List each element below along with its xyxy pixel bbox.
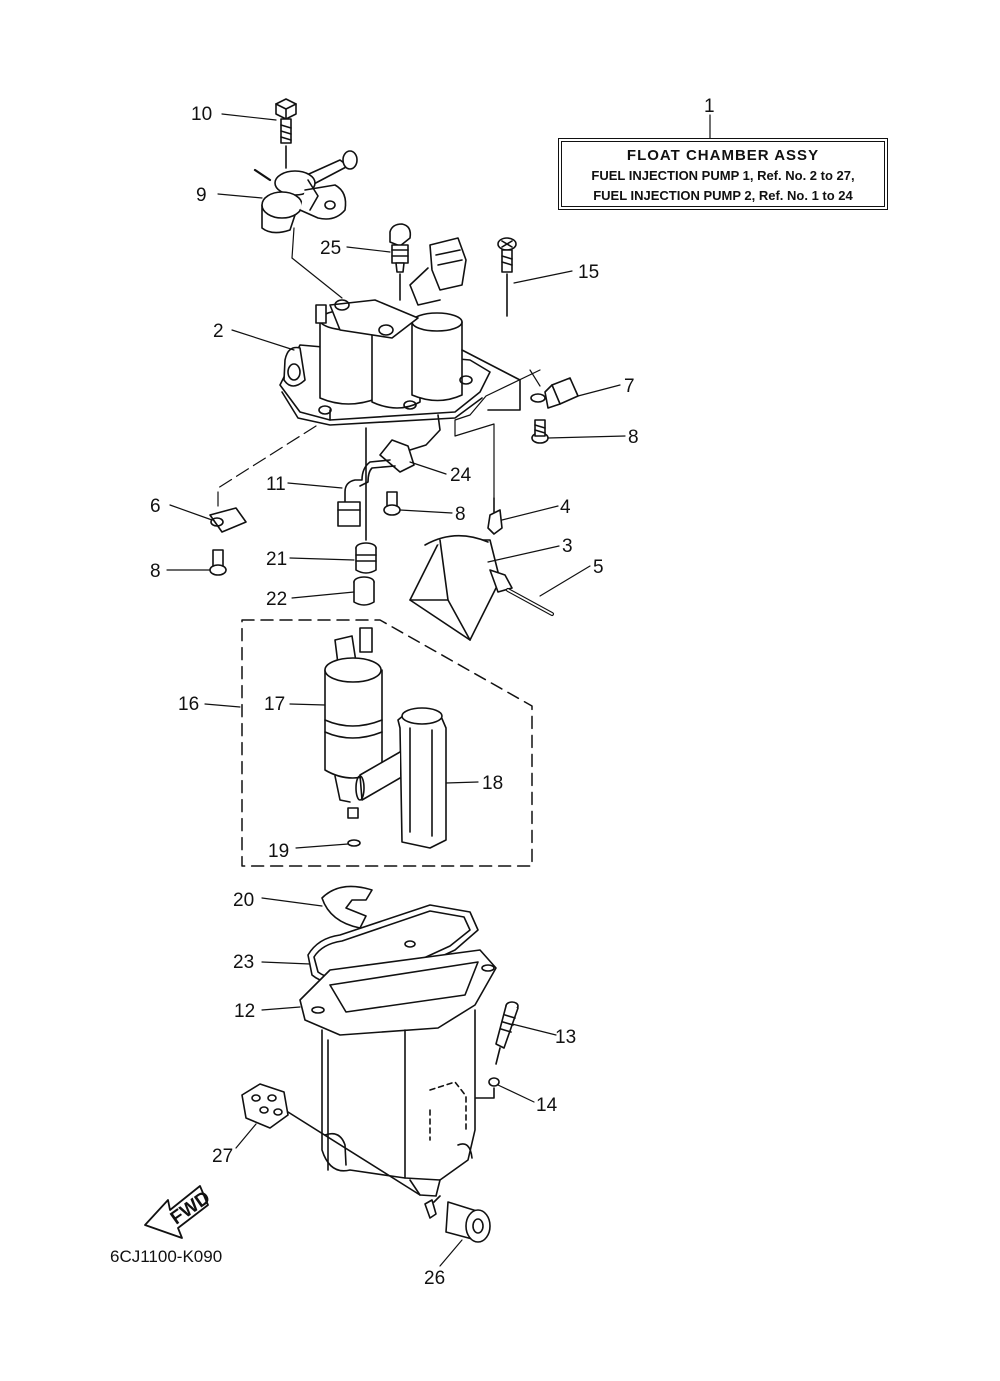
legend-line-pump-1: FUEL INJECTION PUMP 1, Ref. No. 2 to 27, — [591, 168, 855, 183]
callout-8-center: 8 — [455, 504, 466, 525]
part-21-damper — [355, 427, 377, 574]
part-10-bolt — [275, 98, 297, 144]
part-19-clip — [347, 839, 361, 847]
callout-14: 14 — [536, 1095, 558, 1116]
callout-9: 9 — [196, 185, 207, 206]
callout-15: 15 — [578, 262, 599, 283]
callout-3: 3 — [562, 536, 573, 557]
callout-18: 18 — [482, 773, 503, 794]
callout-6: 6 — [150, 496, 161, 517]
part-13-drain-screw — [495, 1001, 519, 1065]
callout-22: 22 — [266, 589, 287, 610]
part-17-fuel-pump — [324, 627, 383, 819]
callout-1: 1 — [704, 96, 715, 117]
callout-25: 25 — [320, 238, 341, 259]
assembly-legend-box: FLOAT CHAMBER ASSY FUEL INJECTION PUMP 1… — [558, 138, 888, 210]
part-5-float-pin — [506, 588, 554, 616]
callout-8-left: 8 — [150, 561, 161, 582]
part-8-screw-center — [383, 491, 401, 516]
callout-26: 26 — [424, 1268, 445, 1289]
assembly-legend-inner: FLOAT CHAMBER ASSY FUEL INJECTION PUMP 1… — [561, 141, 885, 207]
callout-13: 13 — [555, 1027, 576, 1048]
callout-5: 5 — [593, 557, 604, 578]
part-9-pressure-regulator — [253, 145, 358, 234]
callout-19: 19 — [268, 841, 289, 862]
callout-numbers: 1 10 9 25 15 2 7 8 24 11 8 6 4 8 3 5 21 … — [150, 96, 715, 1289]
fwd-arrow: FWD — [144, 1185, 214, 1239]
callout-12: 12 — [234, 1001, 255, 1022]
part-2-cover-assembly — [279, 237, 521, 426]
callout-8-right: 8 — [628, 427, 639, 448]
legend-line-pump-2: FUEL INJECTION PUMP 2, Ref. No. 1 to 24 — [593, 188, 853, 203]
part-22-collar — [353, 576, 375, 606]
callout-20: 20 — [233, 890, 254, 911]
part-12-float-chamber — [299, 949, 497, 1197]
callout-17: 17 — [264, 694, 285, 715]
part-3-float — [409, 534, 513, 641]
part-15-screw — [497, 237, 517, 317]
callout-24: 24 — [450, 465, 472, 486]
part-18-fuel-filter — [355, 707, 447, 849]
callout-21: 21 — [266, 549, 287, 570]
callout-4: 4 — [560, 497, 571, 518]
callout-7: 7 — [624, 376, 635, 397]
legend-title: FLOAT CHAMBER ASSY — [626, 147, 820, 164]
diagram-code: 6CJ1100-K090 — [110, 1247, 223, 1266]
part-8-screw-left — [209, 549, 227, 576]
callout-16: 16 — [178, 694, 199, 715]
part-26-plug — [424, 1195, 491, 1243]
part-20-bracket — [321, 885, 373, 929]
callout-23: 23 — [233, 952, 254, 973]
part-24-clamp — [379, 414, 441, 473]
leader-lines — [166, 113, 711, 1267]
part-8-screw-right — [531, 419, 549, 444]
part-4-needle-valve — [487, 497, 503, 535]
part-6-clip — [209, 507, 247, 533]
part-25-sensor — [389, 223, 412, 301]
callout-2: 2 — [213, 321, 224, 342]
part-11-wire-lead — [337, 459, 396, 527]
callout-10: 10 — [191, 104, 212, 125]
callout-27: 27 — [212, 1146, 233, 1167]
callout-11: 11 — [266, 474, 286, 495]
part-16-pump-kit-outline — [241, 619, 533, 867]
part-27-grommet — [241, 1083, 421, 1196]
part-14-leader-line — [475, 1087, 495, 1099]
part-14-o-ring — [488, 1077, 500, 1087]
